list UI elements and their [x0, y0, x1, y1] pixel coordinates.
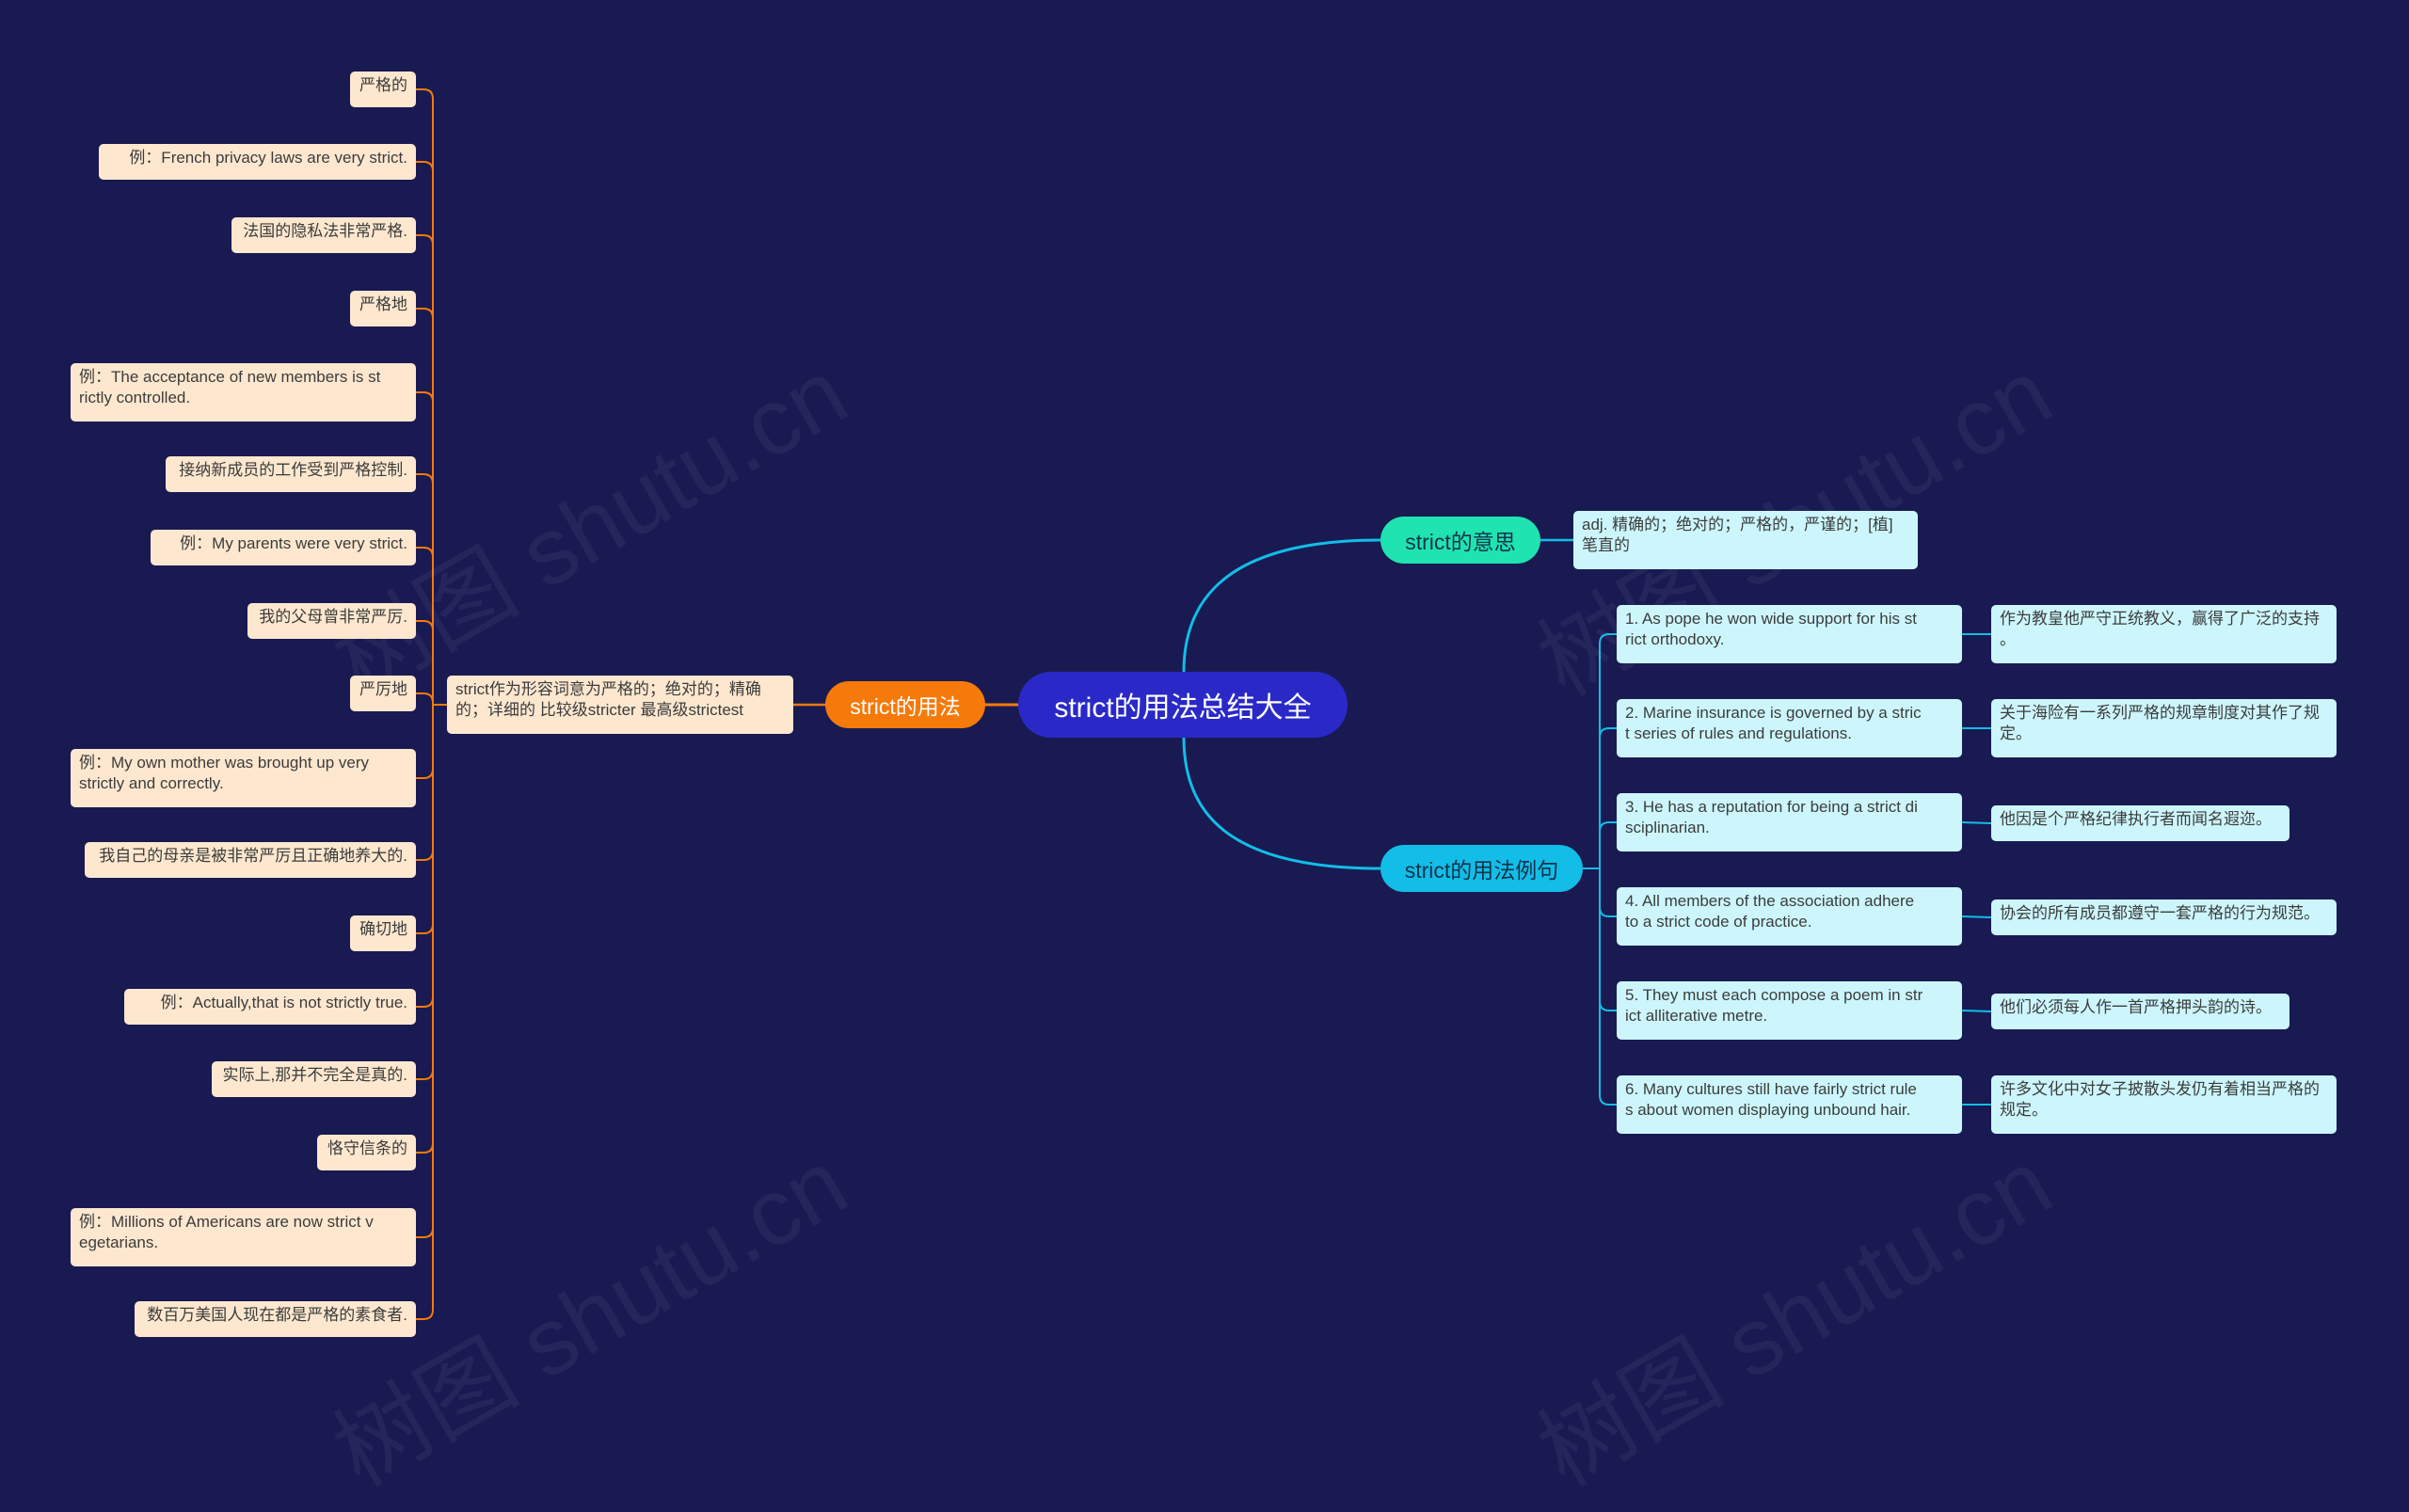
connector	[416, 705, 434, 1154]
usage-item[interactable]: 例：Millions of Americans are now strict v…	[71, 1208, 416, 1266]
branch-meaning[interactable]: strict的意思	[1380, 517, 1540, 564]
usage-item[interactable]: 法国的隐私法非常严格.	[231, 217, 416, 253]
example-translation[interactable]: 协会的所有成员都遵守一套严格的行为规范。	[1991, 899, 2337, 935]
connector	[416, 705, 434, 861]
connector	[1182, 538, 1381, 673]
usage-item[interactable]: 恪守信条的	[317, 1135, 416, 1170]
usage-item[interactable]: 例：French privacy laws are very strict.	[99, 144, 416, 180]
connector	[1961, 915, 1992, 918]
example-translation[interactable]: 作为教皇他严守正统教义，赢得了广泛的支持。	[1991, 605, 2337, 663]
connector	[1599, 727, 1617, 868]
usage-item[interactable]: 确切地	[350, 915, 416, 951]
meaning-text[interactable]: adj. 精确的；绝对的；严格的，严谨的；[植] 笔直的	[1573, 511, 1918, 569]
usage-summary[interactable]: strict作为形容词意为严格的；绝对的；精确 的；详细的 比较级stricte…	[447, 676, 793, 734]
branch-usage[interactable]: strict的用法	[825, 681, 985, 728]
connector	[416, 692, 434, 705]
usage-item[interactable]: 严厉地	[350, 676, 416, 711]
connector	[416, 705, 434, 1008]
connector	[416, 308, 434, 705]
usage-item[interactable]: 例：My parents were very strict.	[151, 530, 416, 565]
connector	[416, 705, 434, 934]
connector	[416, 161, 434, 705]
mind-map-canvas: 树图 shutu.cn 树图 shutu.cn 树图 shutu.cn 树图 s…	[71, 72, 2337, 1506]
branch-examples[interactable]: strict的用法例句	[1380, 845, 1583, 892]
usage-item[interactable]: 实际上,那并不完全是真的.	[212, 1061, 416, 1097]
example-translation[interactable]: 他因是个严格纪律执行者而闻名遐迩。	[1991, 805, 2289, 841]
example-sentence[interactable]: 2. Marine insurance is governed by a str…	[1617, 699, 1962, 757]
connector	[1599, 868, 1617, 1106]
usage-item[interactable]: 严格地	[350, 291, 416, 326]
example-translation[interactable]: 关于海险有一系列严格的规章制度对其作了规定。	[1991, 699, 2337, 757]
connector	[416, 705, 434, 779]
example-sentence[interactable]: 4. All members of the association adhere…	[1617, 887, 1962, 946]
connector	[1599, 868, 1617, 917]
connector	[416, 547, 434, 705]
connector	[416, 620, 434, 705]
connector	[416, 473, 434, 705]
connector	[416, 705, 434, 1238]
connector	[416, 391, 434, 705]
connector	[416, 705, 434, 1320]
example-translation[interactable]: 他们必须每人作一首严格押头韵的诗。	[1991, 994, 2289, 1029]
connector	[416, 705, 434, 1080]
connector	[1599, 868, 1617, 1011]
example-sentence[interactable]: 6. Many cultures still have fairly stric…	[1617, 1075, 1962, 1134]
connector	[1182, 737, 1381, 870]
connector	[416, 234, 434, 705]
usage-item[interactable]: 接纳新成员的工作受到严格控制.	[166, 456, 416, 492]
root-topic[interactable]: strict的用法总结大全	[1018, 672, 1348, 738]
usage-item[interactable]: 我自己的母亲是被非常严厉且正确地养大的.	[85, 842, 416, 878]
example-translation[interactable]: 许多文化中对女子披散头发仍有着相当严格的规定。	[1991, 1075, 2337, 1134]
usage-item[interactable]: 我的父母曾非常严厉.	[247, 603, 416, 639]
usage-item[interactable]: 例：Actually,that is not strictly true.	[124, 989, 416, 1025]
usage-item[interactable]: 严格的	[350, 72, 416, 107]
connector	[1599, 633, 1617, 868]
example-sentence[interactable]: 1. As pope he won wide support for his s…	[1617, 605, 1962, 663]
connector	[416, 88, 434, 705]
usage-item[interactable]: 数百万美国人现在都是严格的素食者.	[135, 1301, 416, 1337]
connector-lines	[416, 88, 1992, 1320]
example-sentence[interactable]: 3. He has a reputation for being a stric…	[1617, 793, 1962, 851]
usage-item[interactable]: 例：My own mother was brought up very stri…	[71, 749, 416, 807]
connector	[1599, 821, 1617, 868]
connector	[1961, 821, 1992, 824]
